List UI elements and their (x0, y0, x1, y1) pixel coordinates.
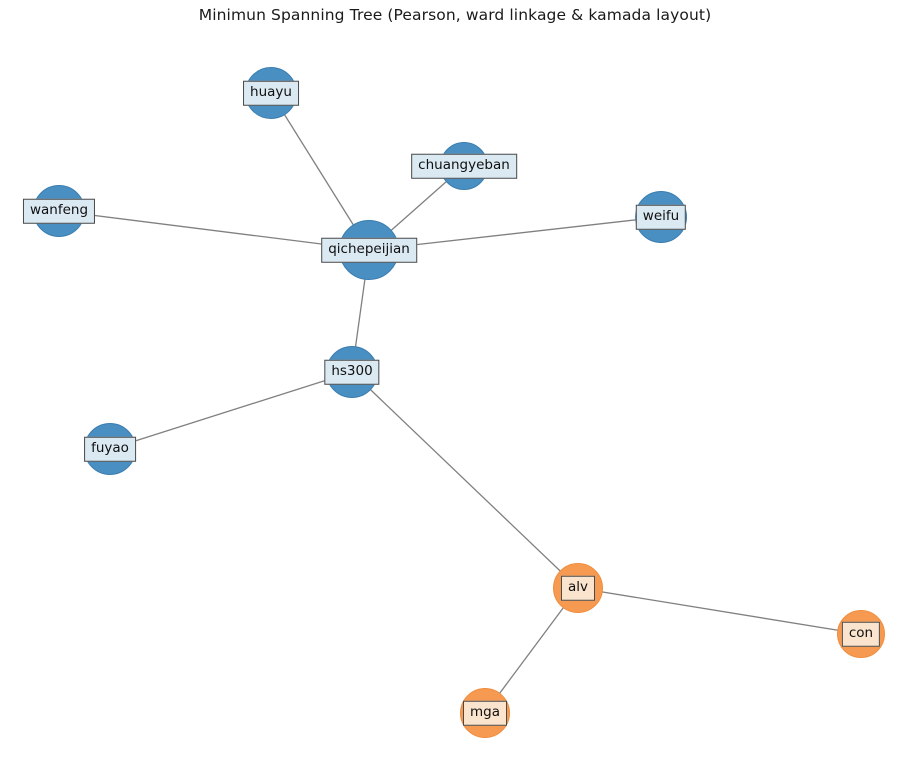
graph-edge (58, 210, 370, 251)
graph-node-label-wanfeng: wanfeng (22, 198, 96, 224)
graph-node-label-qichepeijian: qichepeijian (321, 237, 417, 263)
graph-edge (368, 216, 662, 251)
graph-node-label-con: con (841, 621, 881, 647)
graph-edge (484, 587, 579, 714)
graph-node-label-fuyao: fuyao (84, 436, 136, 462)
edge-layer (58, 92, 862, 714)
graph-node-label-mga: mga (463, 700, 507, 726)
graph-node-label-hs300: hs300 (324, 359, 380, 385)
graph-edge (351, 371, 579, 589)
graph-node-label-weifu: weifu (635, 204, 687, 230)
page-title: Minimun Spanning Tree (Pearson, ward lin… (198, 6, 712, 24)
graph-node-label-alv: alv (560, 575, 596, 601)
graph-edge (577, 587, 862, 635)
graph-edge (109, 371, 353, 450)
graph-node-label-chuangyeban: chuangyeban (411, 153, 517, 179)
graph-node-label-huayu: huayu (243, 80, 299, 106)
